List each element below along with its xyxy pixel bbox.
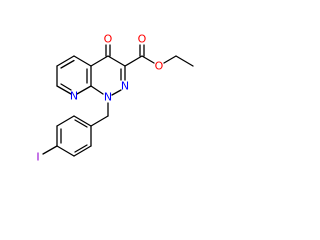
bond-ch2-c-ipso: [90, 115, 109, 127]
bond-n1-c8a: [90, 85, 104, 95]
bond-n8-c8a: [76, 85, 92, 95]
atom-n-pyridine: N: [70, 90, 78, 103]
bond-ph-1-2: [73, 115, 92, 127]
bond-o-ether-ch2: [163, 55, 177, 64]
bond-c-iodine: [42, 145, 58, 155]
atom-o-ketone: O: [104, 33, 113, 46]
structure-canvas: O O O N N N I: [36, 33, 194, 164]
atom-n2: N: [121, 80, 129, 93]
atom-o-carbonyl-ester: O: [138, 33, 147, 46]
bond-n2-n1: [111, 89, 122, 96]
chemical-structure: O O O N N N I: [36, 33, 194, 164]
bond-ph-5-6: [73, 145, 92, 157]
atom-iodine: I: [36, 151, 39, 164]
atom-n1: N: [104, 91, 112, 104]
bond-c7-n8-inner: [60, 83, 72, 91]
bond-c4-c3: [107, 55, 126, 67]
bond-ph-1-2-inner: [74, 119, 88, 128]
bond-c3-c-ester: [124, 55, 143, 67]
bond-c7-n8: [56, 85, 72, 95]
atom-o-ether-ester: O: [155, 60, 164, 73]
bonds: [42, 44, 194, 157]
bond-c-ester-o-ether: [141, 55, 155, 64]
bond-c5-c6-inner: [60, 59, 75, 69]
bond-c4a-c5: [73, 55, 92, 67]
bond-ph-4-5: [56, 145, 75, 157]
bond-ch2-ch3: [175, 55, 194, 67]
atom-labels: O O O N N N I: [36, 33, 163, 164]
bond-ph-5-6-inner: [74, 144, 88, 153]
bond-ph-2-3: [56, 115, 75, 127]
bond-c5-c6: [56, 55, 75, 67]
bond-c4a-c4: [90, 55, 109, 67]
